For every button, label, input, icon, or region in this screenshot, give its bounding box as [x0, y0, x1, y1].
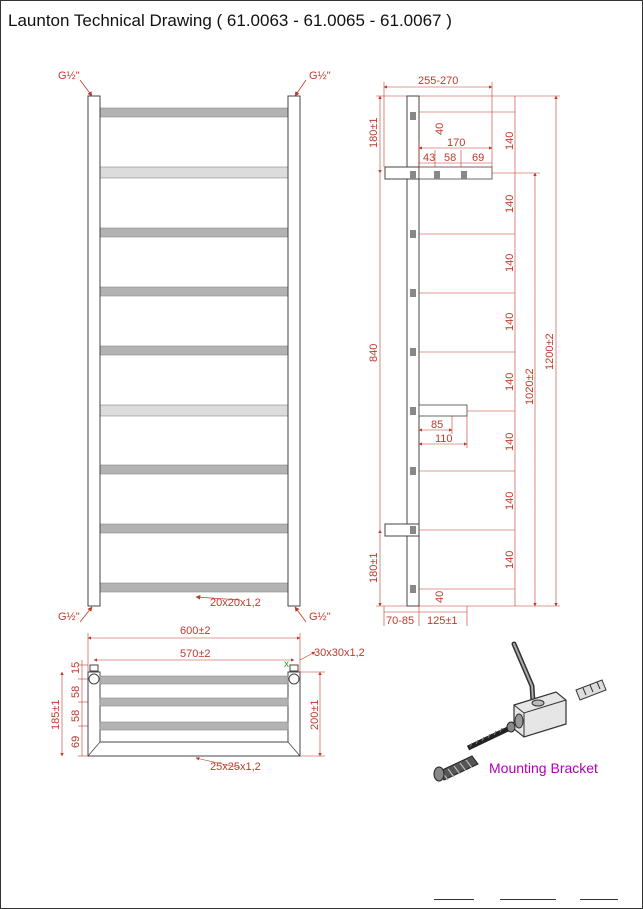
side-top-bar — [418, 166, 493, 180]
bar-end — [410, 230, 416, 238]
dim-right-depth: 200±1 — [309, 699, 321, 730]
frame-line — [580, 899, 618, 900]
bar-profile-label: 20x20x1,2 — [210, 597, 261, 609]
dim-frame-profile: 25x25x1,2 — [210, 761, 261, 773]
thread-label: G½" — [58, 70, 80, 82]
dim-spacing: 140 — [504, 254, 516, 272]
rail-bar — [99, 582, 289, 593]
dim-rail-profile: 30x30x1,2 — [314, 647, 365, 659]
rail-bar — [99, 523, 289, 534]
thread-label: G½" — [309, 611, 331, 623]
rail-bar — [99, 227, 289, 238]
rail-bar — [87, 404, 301, 417]
rail-bar — [99, 107, 289, 118]
dim-total-height: 1200±2 — [544, 333, 556, 370]
dim-spacing: 140 — [504, 313, 516, 331]
left-upright — [87, 95, 101, 607]
dim-v2: 58 — [70, 686, 82, 698]
bar-end — [410, 289, 416, 297]
dim-mid-height: 840 — [368, 344, 380, 362]
dim-v3: 58 — [70, 710, 82, 722]
dim-spacing: 140 — [504, 551, 516, 569]
rail-bar — [99, 464, 289, 475]
right-upright — [287, 95, 301, 607]
plan-bar — [99, 721, 289, 731]
dim-v4: 69 — [70, 736, 82, 748]
front-view: G½" G½" G½" G½" 20x20x1,2 — [58, 70, 331, 623]
bar-end — [410, 467, 416, 475]
dim-offset-top: 40 — [434, 123, 446, 135]
dim-depth: 255-270 — [418, 75, 458, 87]
mounting-bracket-label: Mounting Bracket — [489, 760, 598, 776]
dim-b3: 69 — [472, 152, 484, 164]
dim-wall-gap: 70-85 — [386, 615, 414, 627]
bar-end — [410, 407, 416, 415]
dim-top-end: 180±1 — [368, 117, 380, 148]
dim-overall-width: 600±2 — [180, 625, 211, 637]
dim-b1: 43 — [423, 152, 435, 164]
dim-110: 110 — [435, 433, 453, 445]
bar-end — [410, 171, 416, 179]
dim-spacing: 140 — [504, 492, 516, 510]
dim-left-depth: 185±1 — [50, 699, 62, 730]
dim-spacing: 140 — [504, 373, 516, 391]
plan-valve-left — [88, 673, 100, 685]
side-mid-bar — [418, 404, 468, 417]
drawing-title: Launton Technical Drawing ( 61.0063 - 61… — [8, 11, 452, 30]
plan-mark: x — [284, 659, 289, 670]
rail-bar — [99, 345, 289, 356]
dim-spacing: 140 — [504, 132, 516, 150]
dim-bottom-end: 180±1 — [368, 552, 380, 583]
dim-spacing: 140 — [504, 433, 516, 451]
threaded-rod-icon — [466, 725, 512, 751]
dim-offset-bottom: 40 — [434, 591, 446, 603]
plan-bar — [99, 697, 289, 707]
dim-bracket-span: 170 — [447, 137, 465, 149]
rail-bar — [99, 286, 289, 297]
dim-85: 85 — [431, 419, 443, 431]
plan-bar — [99, 675, 289, 685]
frame-line — [434, 899, 474, 900]
plan-view: x 600±2 570±2 30x30x1,2 15 58 58 6 — [50, 625, 365, 773]
dim-b2: 58 — [444, 152, 456, 164]
dim-spacing: 140 — [504, 195, 516, 213]
plan-frame — [87, 671, 301, 757]
frame-line — [500, 899, 556, 900]
bar-end — [410, 526, 416, 534]
dim-v1: 15 — [70, 662, 82, 674]
rail-bar — [87, 166, 301, 179]
dim-wall-depth: 125±1 — [427, 615, 458, 627]
thread-label: G½" — [309, 70, 331, 82]
dim-centres: 570±2 — [180, 648, 211, 660]
dim-inner-height: 1020±2 — [524, 368, 536, 405]
thread-label: G½" — [58, 611, 80, 623]
bar-end — [410, 585, 416, 593]
bar-end — [410, 112, 416, 120]
side-view: 255-270 170 43 58 69 180±1 180±1 840 40 … — [368, 75, 560, 627]
bar-end — [410, 348, 416, 356]
mounting-bracket-illustration: Mounting Bracket — [432, 641, 612, 782]
plan-valve-right — [288, 673, 300, 685]
